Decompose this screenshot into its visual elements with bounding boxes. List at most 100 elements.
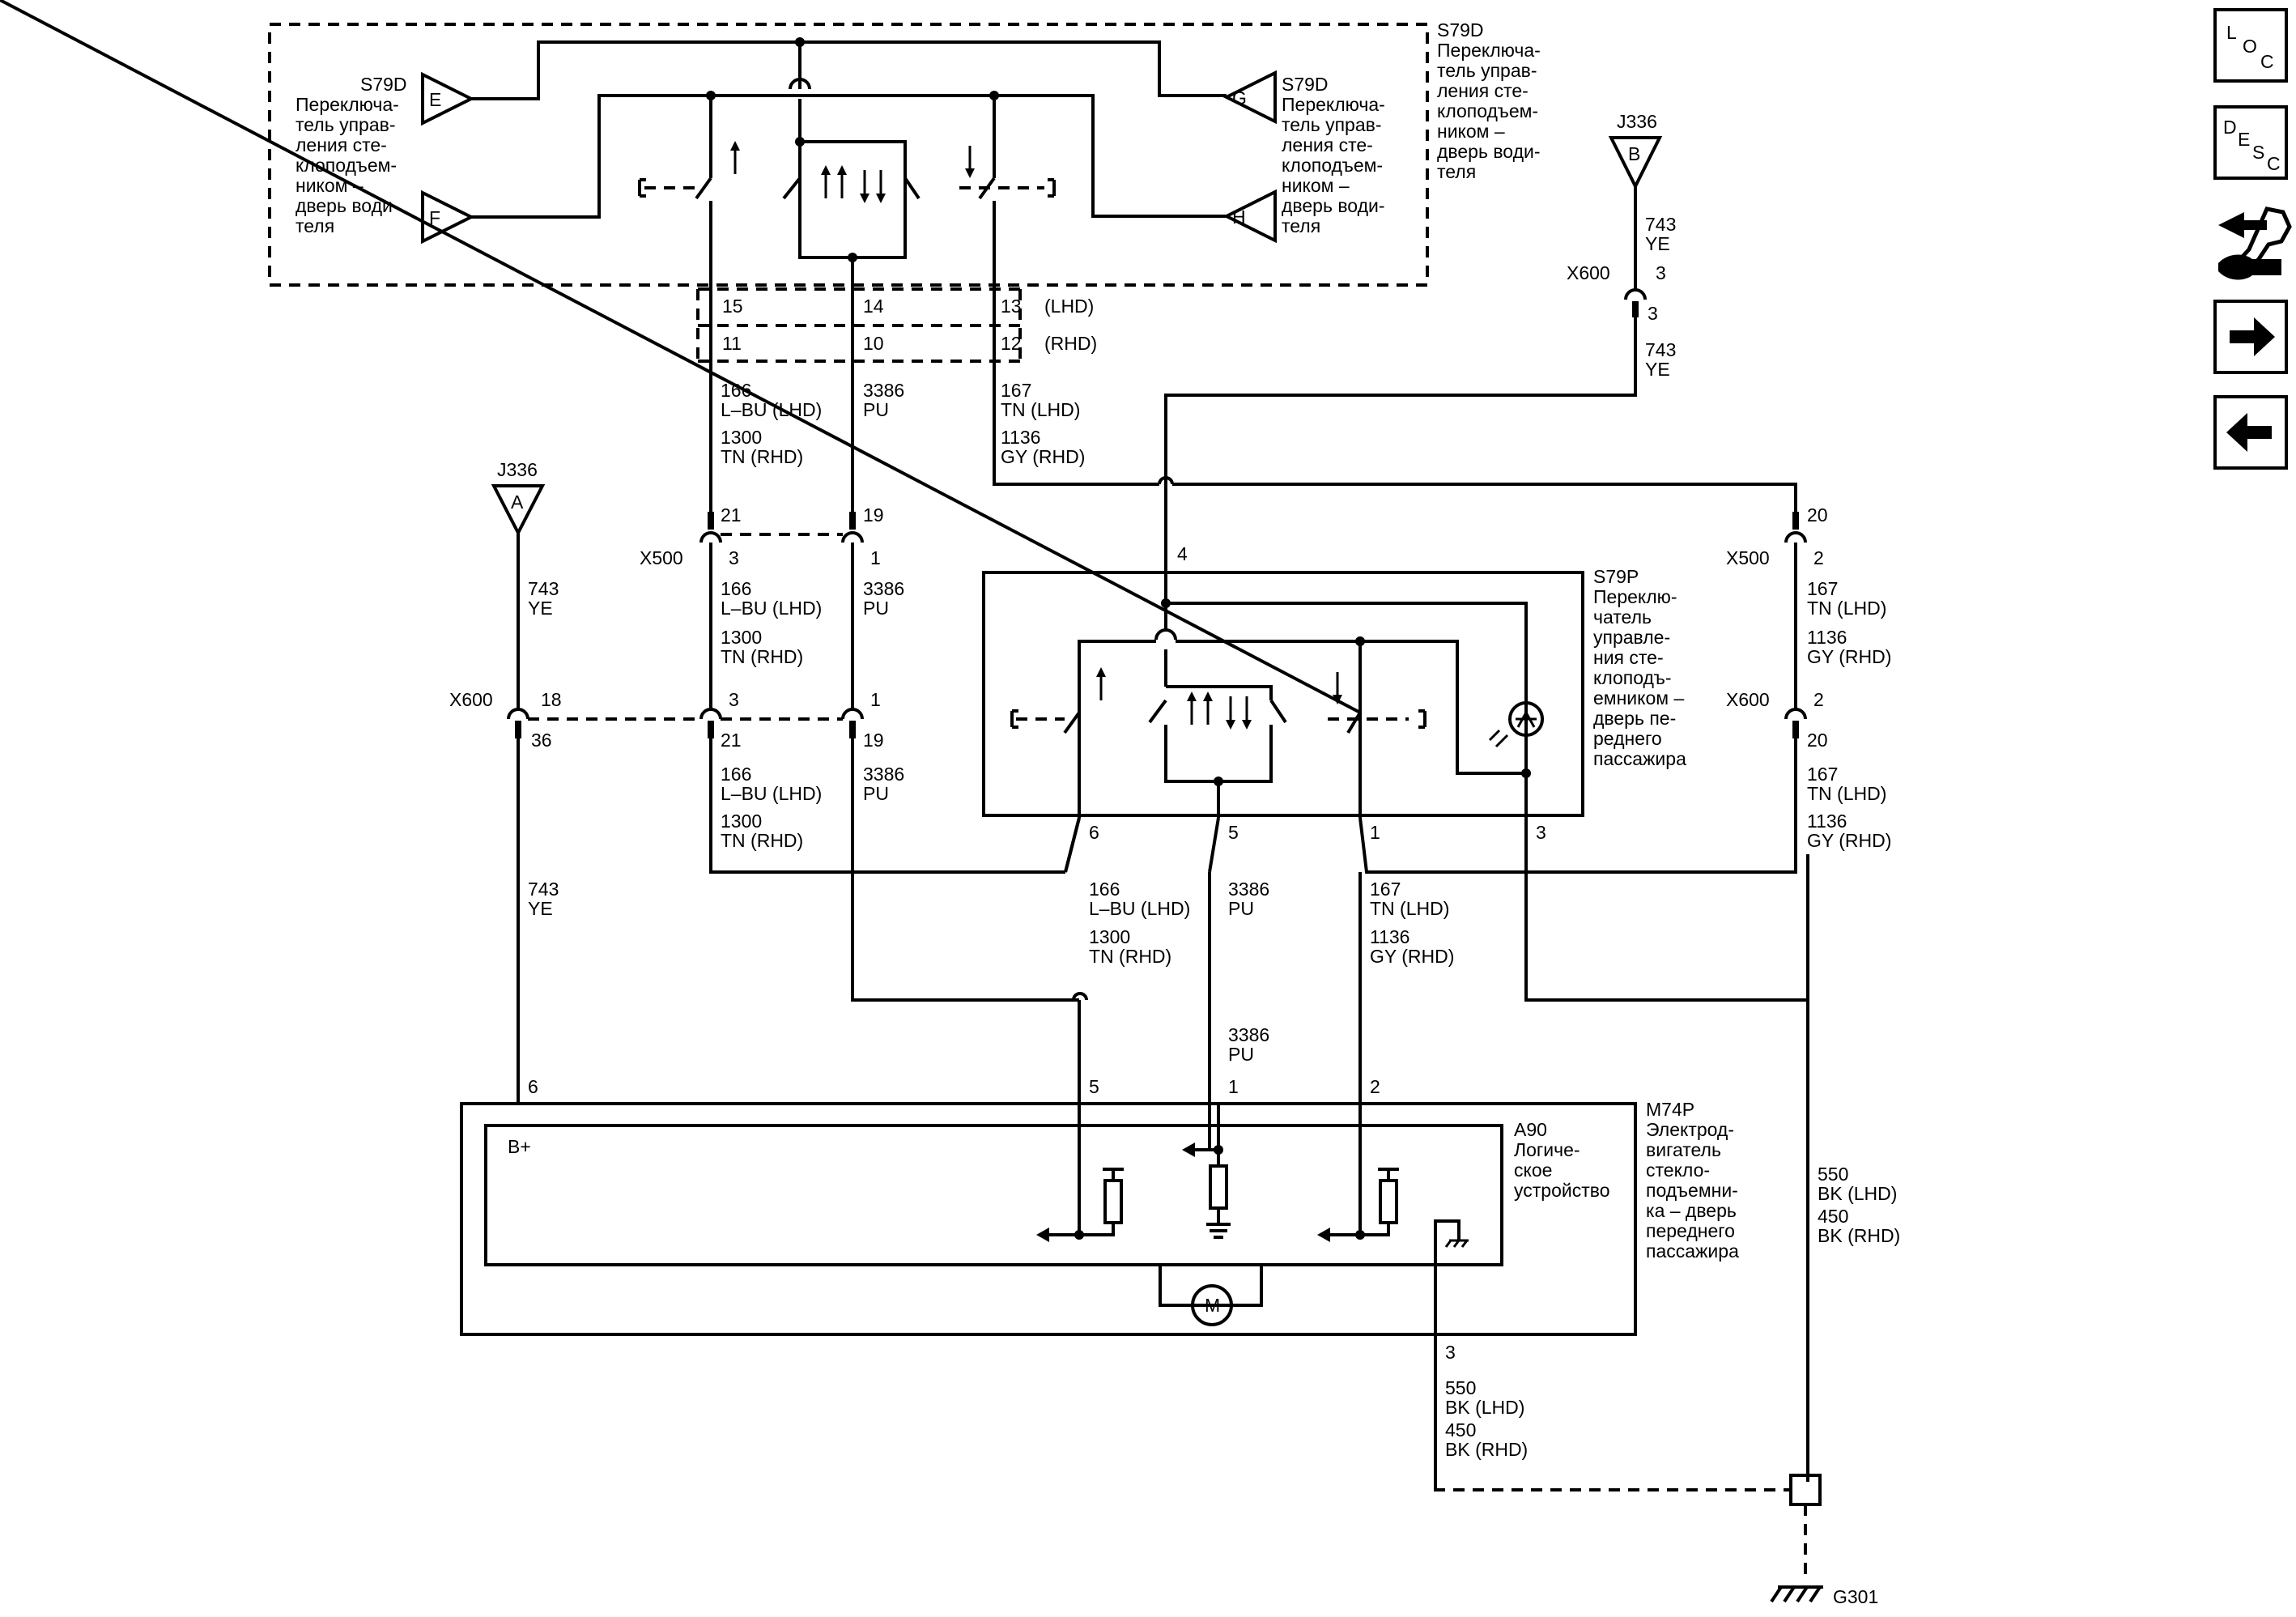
previous-arrow-icon[interactable]	[2213, 395, 2288, 470]
svg-text:PU: PU	[1228, 1044, 1254, 1065]
svg-text:чатель: чатель	[1593, 606, 1652, 628]
svg-text:167: 167	[1001, 380, 1031, 401]
svg-text:вигатель: вигатель	[1646, 1139, 1721, 1160]
x600-b-pin-bottom: 3	[1648, 303, 1658, 324]
svg-text:12: 12	[1001, 333, 1022, 354]
s79p-internal-wiring	[0, 0, 1544, 872]
svg-text:PU: PU	[863, 783, 889, 804]
svg-text:F: F	[429, 207, 440, 228]
svg-text:PU: PU	[1228, 898, 1254, 919]
s79d-left-id: S79D	[360, 74, 407, 95]
wire-166-label-top: 166 L–BU (LHD) 1300 TN (RHD)	[721, 380, 822, 467]
svg-text:L–BU (LHD): L–BU (LHD)	[721, 783, 822, 804]
s79p-pin4: 4	[1177, 543, 1188, 564]
svg-text:Электрод-: Электрод-	[1646, 1119, 1734, 1140]
svg-text:20: 20	[1807, 504, 1828, 526]
svg-text:TN (RHD): TN (RHD)	[721, 830, 803, 851]
s79p-component-outline	[982, 571, 1584, 817]
svg-text:1: 1	[1370, 822, 1380, 843]
svg-text:3: 3	[1536, 822, 1546, 843]
svg-text:2: 2	[1370, 1076, 1380, 1097]
svg-text:клоподъ-: клоподъ-	[1593, 667, 1671, 688]
svg-text:Переключа-: Переключа-	[1437, 40, 1541, 61]
location-button[interactable]: L O C	[2213, 8, 2288, 83]
ground-g301: G301	[1770, 1585, 1878, 1607]
svg-text:21: 21	[721, 504, 742, 526]
s79d-pin-table: 15 14 13 (LHD) 11 10 12 (RHD)	[696, 287, 1097, 363]
svg-text:ником –: ником –	[1437, 121, 1505, 142]
svg-text:пассажира: пассажира	[1593, 748, 1686, 769]
svg-text:TN (LHD): TN (LHD)	[1370, 898, 1449, 919]
wire-167-label-bottom: 167 TN (LHD) 1136 GY (RHD)	[1370, 879, 1454, 967]
svg-text:устройство: устройство	[1514, 1180, 1610, 1201]
svg-text:19: 19	[863, 504, 884, 526]
svg-text:Переклю-: Переклю-	[1593, 586, 1677, 607]
svg-text:1136: 1136	[1807, 811, 1847, 832]
svg-text:S: S	[2252, 142, 2264, 163]
svg-text:3386: 3386	[863, 380, 904, 401]
wire-743-label-b2: 743	[1645, 339, 1676, 360]
svg-text:D: D	[2223, 117, 2237, 138]
m74p-pin3: 3	[1445, 1342, 1456, 1363]
repair-tools-icon[interactable]	[2218, 206, 2292, 280]
svg-text:5: 5	[1228, 822, 1239, 843]
svg-text:Логиче-: Логиче-	[1514, 1139, 1580, 1160]
svg-text:ка – дверь: ка – дверь	[1646, 1200, 1737, 1221]
svg-text:11: 11	[722, 333, 742, 354]
s79d-right-id: S79D	[1282, 74, 1329, 95]
svg-text:6: 6	[1089, 822, 1099, 843]
j336-a-id: J336	[497, 459, 538, 480]
wire-3386-label-bottom: 3386 PU 3386 PU	[1228, 879, 1269, 1065]
x600-b-label: X600	[1567, 262, 1610, 283]
svg-text:14: 14	[863, 296, 884, 317]
svg-text:емником –: емником –	[1593, 687, 1684, 709]
svg-text:1300: 1300	[721, 627, 762, 648]
m74p-id: M74P	[1646, 1099, 1694, 1120]
m74p-motor: M	[1159, 1265, 1263, 1326]
svg-text:1300: 1300	[721, 811, 762, 832]
svg-text:167: 167	[1807, 764, 1838, 785]
svg-text:3386: 3386	[863, 578, 904, 599]
svg-text:550: 550	[1818, 1164, 1848, 1185]
j336-b-id: J336	[1617, 111, 1657, 132]
svg-text:H: H	[1232, 206, 1246, 228]
svg-text:M: M	[1205, 1295, 1220, 1316]
svg-text:X500: X500	[1726, 547, 1770, 568]
svg-text:E: E	[2238, 129, 2250, 150]
description-button[interactable]: D E S C	[2213, 105, 2288, 180]
svg-text:1136: 1136	[1001, 427, 1040, 448]
svg-text:клоподъем-: клоподъем-	[296, 155, 397, 176]
wire-743-color-a1: YE	[528, 598, 553, 619]
svg-text:подъемни-: подъемни-	[1646, 1180, 1738, 1201]
svg-text:TN (RHD): TN (RHD)	[1089, 946, 1171, 967]
wire-550-label-right: 550 BK (LHD) 450 BK (RHD)	[1818, 1164, 1900, 1246]
s79p-indicator-lamp	[1488, 701, 1544, 748]
svg-text:167: 167	[1807, 578, 1838, 599]
s79p-pins: 6 5 1 3	[1089, 822, 1546, 843]
svg-text:клоподъем-: клоподъем-	[1437, 100, 1538, 121]
s79p-name: Переклю- чатель управле- ния сте- клопод…	[1593, 586, 1686, 769]
svg-text:5: 5	[1089, 1076, 1099, 1097]
s79d-right-name: Переключа- тель управ- ления сте- клопод…	[1282, 94, 1385, 236]
svg-text:дверь води-: дверь води-	[296, 195, 399, 216]
s79d-id: S79D	[1437, 19, 1484, 40]
m74p-name: Электрод- вигатель стекло- подъемни- ка …	[1646, 1119, 1739, 1262]
svg-text:166: 166	[1089, 879, 1120, 900]
wire-167-label-low: 167 TN (LHD) 1136 GY (RHD)	[1807, 764, 1891, 851]
wire-743-label-b1: 743	[1645, 214, 1676, 235]
m74p-pins: 6 5 1 2	[528, 1076, 1380, 1097]
svg-text:PU: PU	[863, 598, 889, 619]
svg-text:1: 1	[870, 689, 881, 710]
next-arrow-icon[interactable]	[2213, 300, 2288, 374]
svg-text:BK (RHD): BK (RHD)	[1818, 1225, 1900, 1246]
svg-text:(LHD): (LHD)	[1044, 296, 1094, 317]
svg-text:36: 36	[531, 730, 552, 751]
svg-text:Переключа-: Переключа-	[296, 94, 399, 115]
svg-text:BK (LHD): BK (LHD)	[1818, 1183, 1897, 1204]
j336-connector-a: A	[491, 484, 546, 537]
x600-connector-row: X600 18 3 1 X600 2 36 21 19 20	[449, 689, 1828, 751]
svg-text:450: 450	[1445, 1419, 1476, 1440]
svg-text:B: B	[1628, 143, 1640, 164]
svg-text:1: 1	[870, 547, 881, 568]
